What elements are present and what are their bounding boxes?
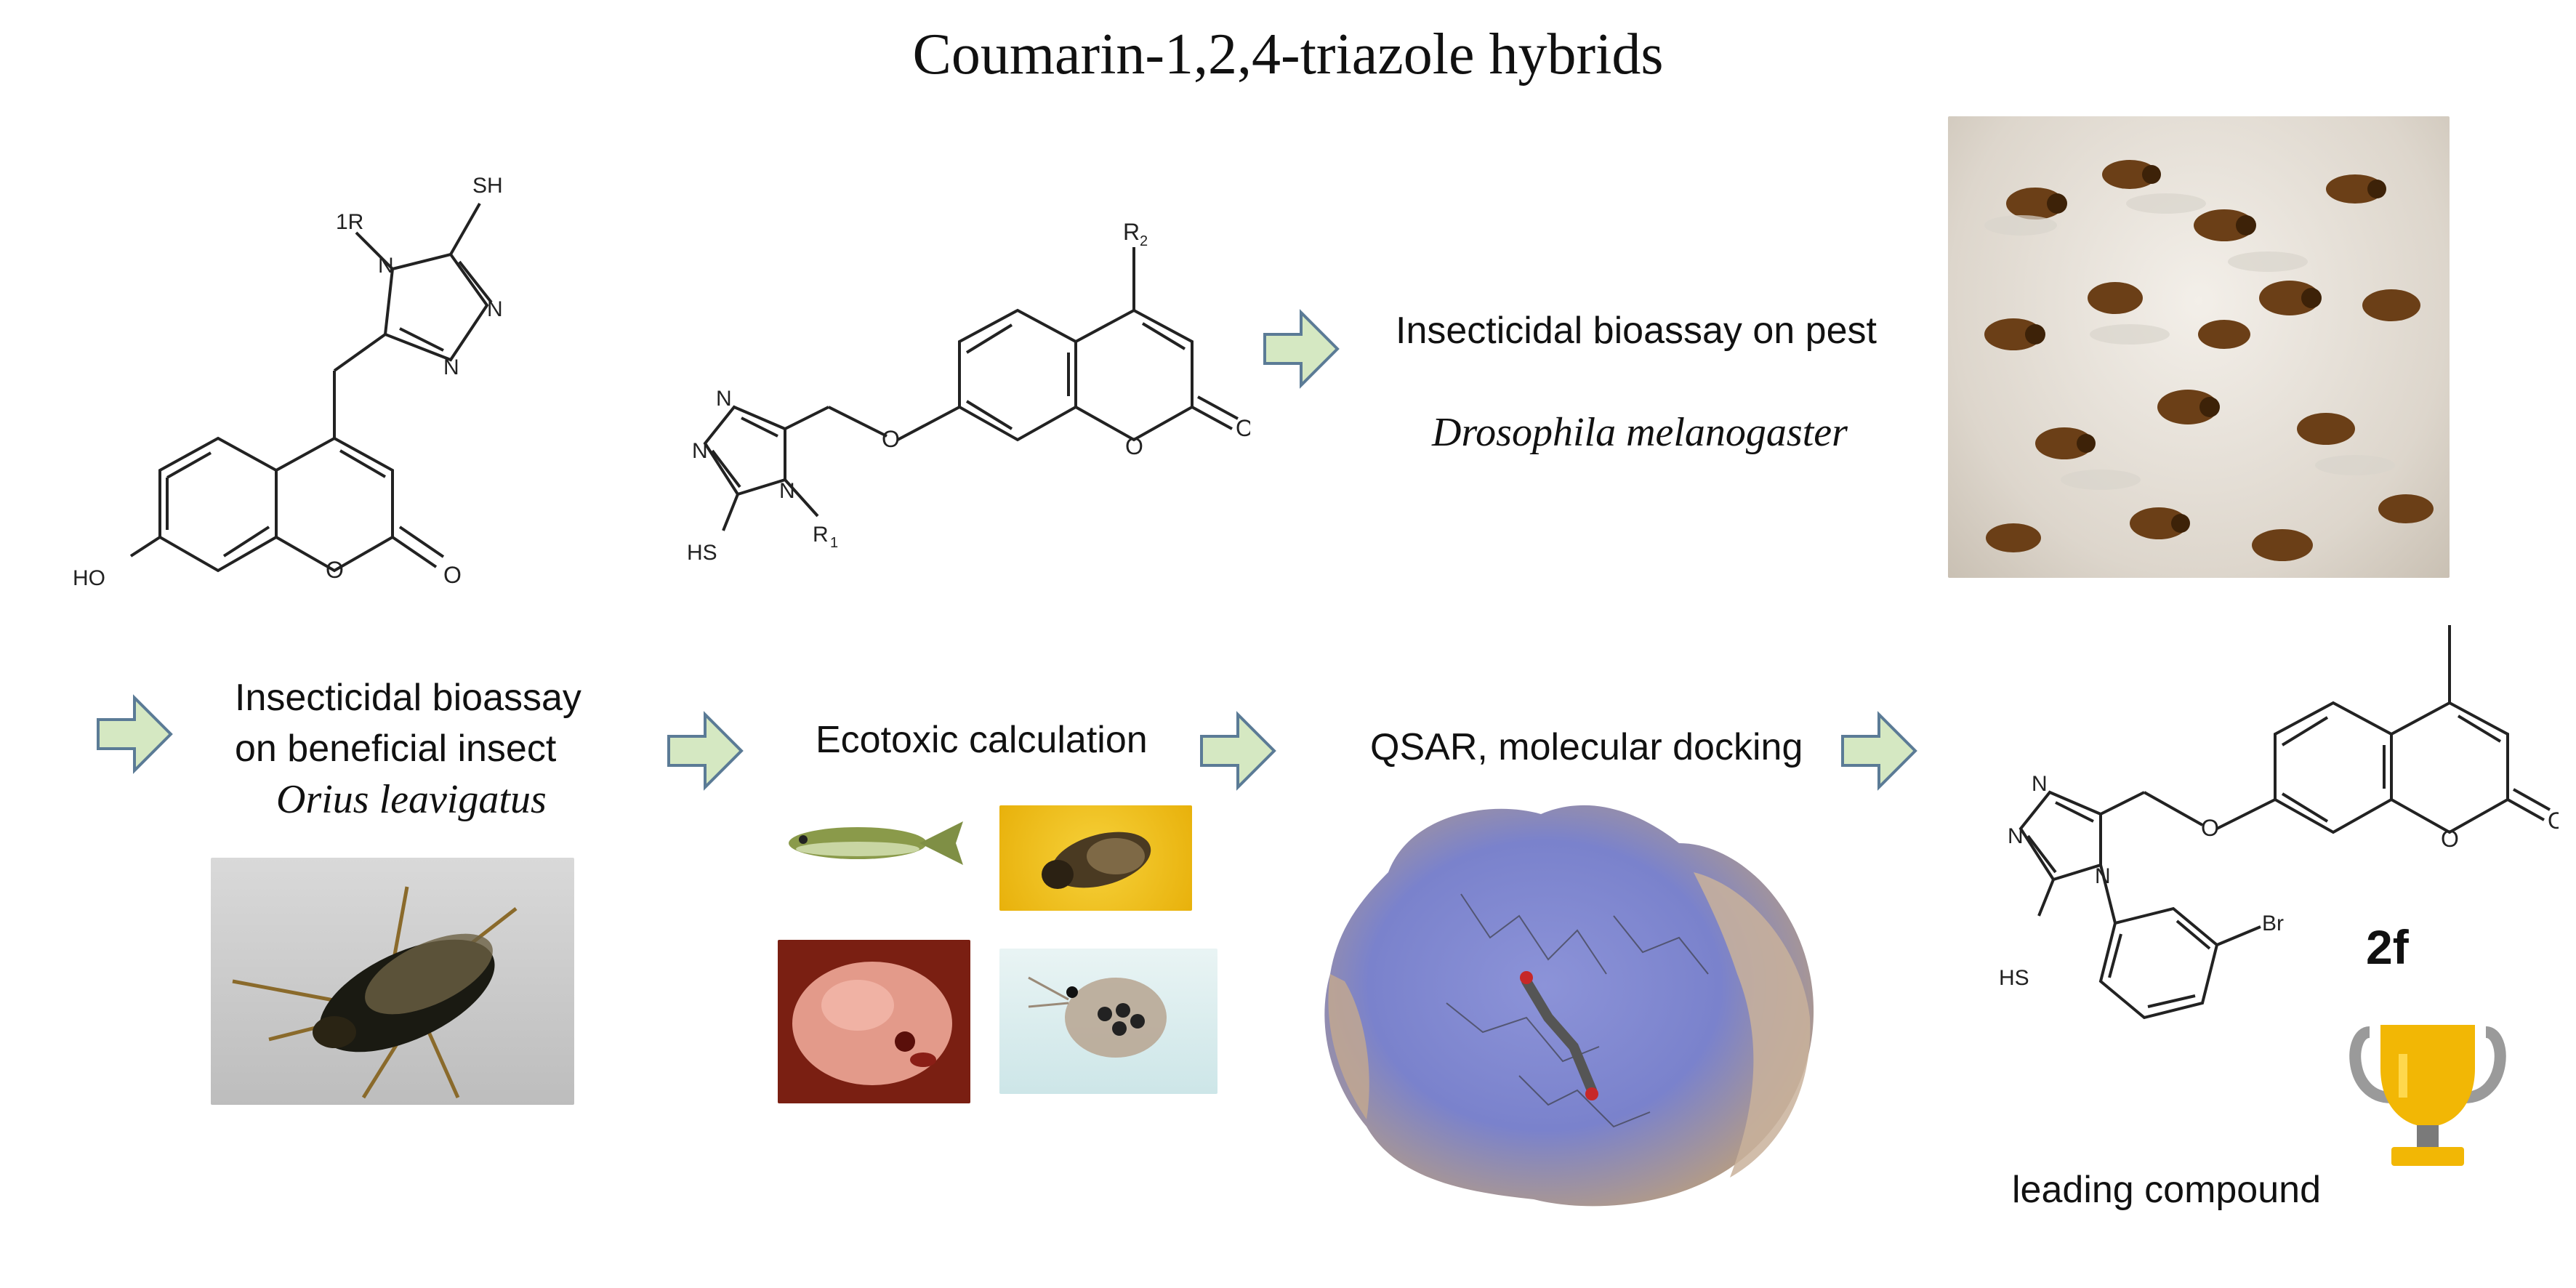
- structure-left: HO O O 1R SH N N N: [73, 174, 503, 590]
- beneficial-bioassay-line2: on beneficial insect: [235, 728, 557, 770]
- ho-label: HO: [73, 566, 105, 590]
- o-label: O: [326, 557, 344, 583]
- lead-compound-caption: leading compound: [2012, 1169, 2321, 1211]
- right-arrow-icon: [1841, 711, 1917, 791]
- n-label: N: [779, 479, 795, 503]
- o-label: O: [2441, 826, 2459, 852]
- o-label: O: [2201, 815, 2219, 841]
- pest-bioassay-label: Insecticidal bioassay on pest: [1396, 310, 1877, 352]
- n-label: N: [378, 254, 394, 278]
- bee-image: [999, 805, 1192, 911]
- structure-middle: R 2 O O O N N N HS R 1: [687, 219, 1250, 565]
- n-label: N: [487, 297, 503, 321]
- o-label: O: [882, 426, 900, 452]
- sh-label: SH: [472, 174, 503, 198]
- r1-label: 1R: [336, 210, 363, 234]
- o-label: O: [1236, 415, 1250, 441]
- r1-sub: 1: [830, 535, 838, 551]
- fish-image: [778, 807, 970, 880]
- n-label: N: [692, 439, 708, 463]
- daphnia-image: [999, 949, 1217, 1094]
- r2-label: R: [1123, 219, 1140, 245]
- right-arrow-icon: [667, 711, 744, 791]
- o-label: O: [1125, 433, 1143, 459]
- pest-species-label: Drosophila melanogaster: [1432, 410, 1848, 455]
- r2-sub: 2: [1140, 233, 1148, 249]
- right-arrow-icon: [1263, 309, 1340, 389]
- ecotoxic-label: Ecotoxic calculation: [816, 719, 1148, 761]
- beneficial-species-label: Orius leavigatus: [276, 777, 547, 822]
- tadpole-image: [778, 940, 970, 1103]
- right-arrow-icon: [1200, 711, 1276, 791]
- trophy-icon: [2349, 1025, 2506, 1166]
- sh-label: HS: [687, 541, 717, 565]
- qsar-label: QSAR, molecular docking: [1370, 726, 1803, 768]
- n-label: N: [2008, 824, 2024, 848]
- n-label: N: [443, 355, 459, 379]
- r1-label: R: [813, 523, 829, 547]
- lead-compound-id: 2f: [2366, 920, 2409, 974]
- orius-photo: [211, 858, 574, 1105]
- o-label: O: [2548, 808, 2559, 834]
- n-label: N: [716, 387, 732, 411]
- sh-label: HS: [1999, 966, 2029, 990]
- beneficial-bioassay-line1: Insecticidal bioassay: [235, 677, 581, 719]
- page-title: Coumarin-1,2,4-triazole hybrids: [912, 23, 1664, 86]
- br-label: Br: [2262, 911, 2284, 935]
- o-label: O: [443, 562, 462, 588]
- docking-surface-image: [1301, 785, 1832, 1221]
- structure-lead: O O O N N N HS Br: [1999, 625, 2559, 1020]
- n-label: N: [2032, 772, 2048, 796]
- drosophila-photo: [1948, 116, 2450, 578]
- n-label: N: [2095, 864, 2111, 888]
- right-arrow-icon: [97, 694, 173, 774]
